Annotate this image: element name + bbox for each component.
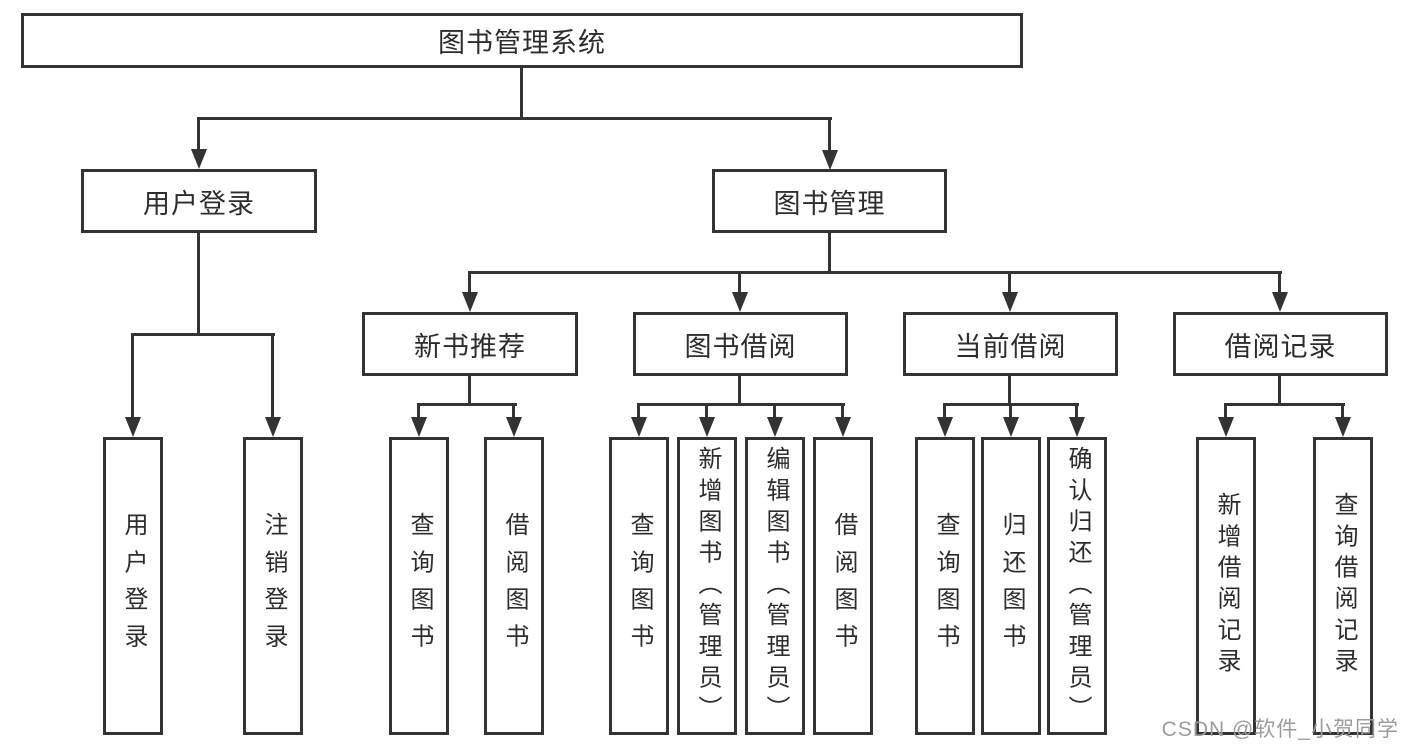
connector-line — [468, 376, 471, 406]
connector-line — [705, 403, 708, 423]
connector-line — [197, 233, 200, 336]
connector-line — [520, 68, 523, 119]
leaf-return-books-label: 归还图书 — [998, 511, 1025, 661]
node-borrow-records: 借阅记录 — [1173, 312, 1388, 376]
connector-line — [1008, 271, 1011, 299]
connector-line — [417, 403, 517, 406]
arrowhead-down-icon — [506, 417, 522, 437]
node-library-system-label: 图书管理系统 — [438, 28, 606, 58]
leaf-logout: 注销登录 — [243, 437, 303, 735]
node-new-book-recommend: 新书推荐 — [362, 312, 578, 376]
node-borrow-records-label: 借阅记录 — [1224, 331, 1337, 362]
connector-line — [1224, 403, 1227, 423]
arrowhead-down-icon — [191, 149, 207, 169]
arrowhead-down-icon — [265, 417, 281, 437]
connector-line — [468, 271, 1282, 274]
leaf-edit-books-admin: 编辑图书（管理员） — [745, 437, 805, 735]
node-book-management: 图书管理 — [712, 169, 947, 233]
arrowhead-down-icon — [1335, 417, 1351, 437]
connector-line — [841, 403, 844, 423]
connector-line — [131, 333, 134, 421]
connector-line — [1008, 376, 1011, 406]
arrowhead-down-icon — [462, 292, 478, 312]
connector-line — [271, 333, 274, 421]
connector-line — [738, 376, 741, 406]
arrowhead-down-icon — [937, 417, 953, 437]
arrowhead-down-icon — [1218, 417, 1234, 437]
leaf-query-books-current: 查询图书 — [915, 437, 975, 735]
node-current-borrowing: 当前借阅 — [903, 312, 1118, 376]
leaf-user-login-label: 用户登录 — [120, 511, 147, 661]
node-user-login-label: 用户登录 — [143, 188, 255, 219]
connector-line — [637, 403, 640, 423]
node-library-system: 图书管理系统 — [21, 13, 1023, 68]
leaf-query-books-recommend: 查询图书 — [389, 437, 449, 735]
arrowhead-down-icon — [835, 417, 851, 437]
leaf-query-books-borrowing: 查询图书 — [609, 437, 669, 735]
leaf-user-login: 用户登录 — [103, 437, 163, 735]
watermark: CSDN @软件_小贺同学 — [1161, 718, 1399, 741]
connector-line — [197, 117, 200, 157]
connector-line — [1075, 403, 1078, 423]
leaf-borrow-books-borrowing-label: 借阅图书 — [830, 511, 857, 661]
connector-line — [1224, 403, 1345, 406]
leaf-logout-label: 注销登录 — [260, 511, 287, 661]
leaf-add-borrow-record: 新增借阅记录 — [1196, 437, 1256, 735]
node-book-borrowing-label: 图书借阅 — [684, 331, 797, 362]
connector-line — [828, 117, 831, 157]
leaf-confirm-return-admin: 确认归还（管理员） — [1047, 437, 1107, 735]
leaf-borrow-books-recommend-label: 借阅图书 — [501, 511, 528, 661]
arrowhead-down-icon — [411, 417, 427, 437]
connector-line — [738, 271, 741, 299]
leaf-edit-books-admin-label: 编辑图书（管理员） — [762, 445, 789, 727]
leaf-query-borrow-record: 查询借阅记录 — [1313, 437, 1373, 735]
node-current-borrowing-label: 当前借阅 — [954, 331, 1067, 362]
node-book-management-label: 图书管理 — [773, 188, 886, 219]
connector-line — [943, 403, 946, 423]
arrowhead-down-icon — [732, 292, 748, 312]
leaf-add-borrow-record-label: 新增借阅记录 — [1213, 492, 1240, 680]
leaf-return-books: 归还图书 — [981, 437, 1041, 735]
connector-line — [637, 403, 845, 406]
node-book-borrowing: 图书借阅 — [633, 312, 848, 376]
arrowhead-down-icon — [125, 417, 141, 437]
leaf-add-books-admin-label: 新增图书（管理员） — [694, 445, 721, 727]
arrowhead-down-icon — [1003, 417, 1019, 437]
node-user-login: 用户登录 — [81, 169, 317, 233]
connector-line — [1278, 271, 1281, 299]
node-new-book-recommend-label: 新书推荐 — [414, 331, 526, 362]
arrowhead-down-icon — [699, 417, 715, 437]
leaf-query-borrow-record-label: 查询借阅记录 — [1330, 492, 1357, 680]
arrowhead-down-icon — [631, 417, 647, 437]
leaf-borrow-books-borrowing: 借阅图书 — [813, 437, 873, 735]
arrowhead-down-icon — [1272, 292, 1288, 312]
connector-line — [1278, 376, 1281, 406]
leaf-query-books-borrowing-label: 查询图书 — [626, 511, 653, 661]
arrowhead-down-icon — [822, 150, 838, 170]
leaf-add-books-admin: 新增图书（管理员） — [677, 437, 737, 735]
connector-line — [773, 403, 776, 423]
leaf-query-books-recommend-label: 查询图书 — [406, 511, 433, 661]
connector-line — [512, 403, 515, 423]
arrowhead-down-icon — [1069, 417, 1085, 437]
connector-line — [417, 403, 420, 423]
leaf-confirm-return-admin-label: 确认归还（管理员） — [1064, 445, 1091, 727]
connector-line — [131, 333, 275, 336]
leaf-query-books-current-label: 查询图书 — [932, 511, 959, 661]
connector-line — [1009, 403, 1012, 423]
connector-line — [1341, 403, 1344, 423]
connector-line — [197, 117, 832, 120]
leaf-borrow-books-recommend: 借阅图书 — [484, 437, 544, 735]
arrowhead-down-icon — [767, 417, 783, 437]
arrowhead-down-icon — [1002, 292, 1018, 312]
connector-line — [828, 233, 831, 274]
connector-line — [468, 271, 471, 299]
